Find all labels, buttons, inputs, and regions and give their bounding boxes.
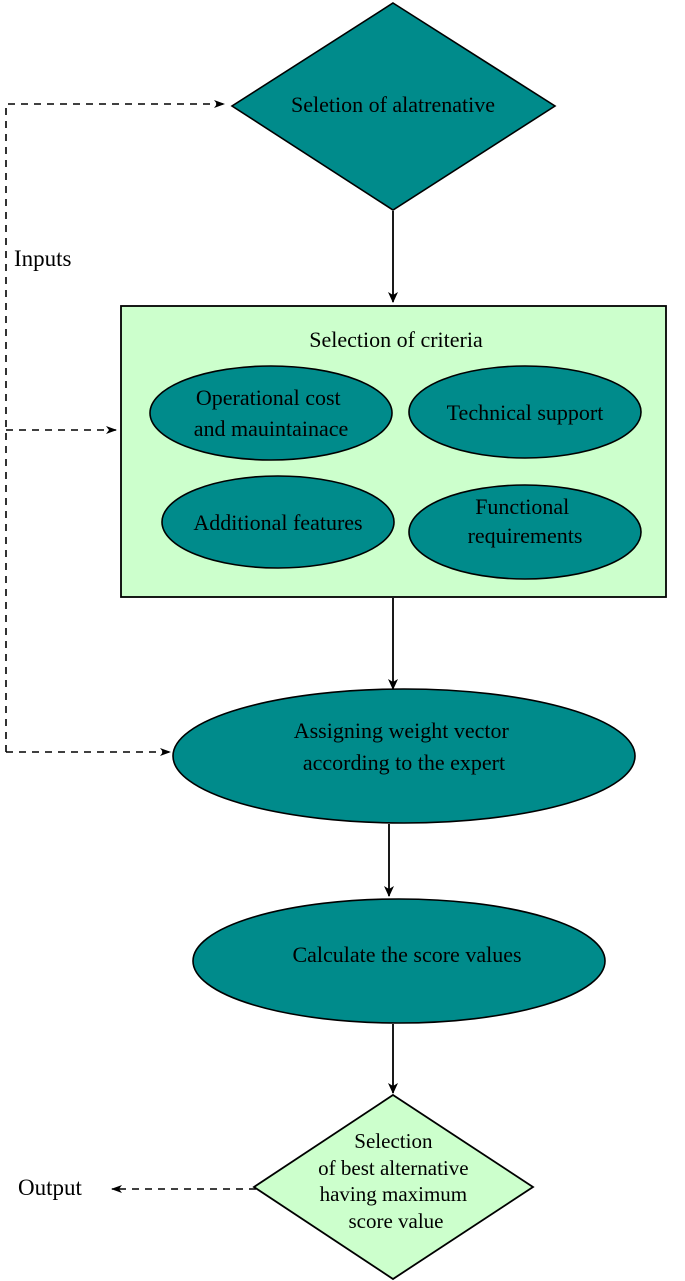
- criterion-functional-requirements: Functional requirements: [408, 484, 642, 580]
- assign-weight-node: Assigning weight vector according to the…: [172, 688, 636, 824]
- best-alternative-label: Selection of best alternative having max…: [318, 1129, 474, 1233]
- best-alternative-line-2: of best alternative: [318, 1156, 468, 1180]
- criterion-operational-label: Operational cost and mauintainace: [194, 385, 349, 441]
- criterion-operational-line-1: Operational cost: [196, 385, 341, 410]
- inputs-label: Inputs: [14, 246, 72, 271]
- selection-alternative-diamond: [230, 2, 557, 211]
- criterion-functional-ellipse: [408, 484, 642, 580]
- criterion-operational-line-2: and mauintainace: [194, 416, 349, 441]
- assign-weight-ellipse: [172, 688, 636, 824]
- criterion-functional-line-1: Functional: [475, 494, 569, 519]
- best-alternative-line-4: score value: [348, 1209, 443, 1233]
- criterion-functional-line-2: requirements: [468, 523, 583, 548]
- criterion-operational-cost: Operational cost and mauintainace: [149, 365, 393, 461]
- calculate-score-label: Calculate the score values: [292, 942, 521, 967]
- output-label: Output: [18, 1175, 83, 1200]
- assign-weight-line-2: according to the expert: [303, 750, 505, 775]
- calculate-score-node: Calculate the score values: [192, 898, 606, 1024]
- assign-weight-line-1: Assigning weight vector: [294, 718, 510, 743]
- criterion-operational-ellipse: [149, 365, 393, 461]
- criterion-additional-features: Additional features: [161, 475, 395, 569]
- criterion-additional-ellipse: [161, 475, 395, 569]
- best-alternative-node: Selection of best alternative having max…: [252, 1093, 535, 1281]
- selection-alternative-node: Seletion of alatrenative: [230, 2, 557, 211]
- inputs-dashed-connectors: [5, 100, 256, 1193]
- criterion-functional-label: Functional requirements: [468, 494, 583, 548]
- criteria-box-title: Selection of criteria: [309, 327, 483, 352]
- best-alternative-diamond: [252, 1093, 535, 1281]
- criteria-box: Selection of criteria Operational cost a…: [120, 305, 667, 598]
- criterion-technical-ellipse: [408, 365, 642, 459]
- assign-weight-label: Assigning weight vector according to the…: [294, 718, 515, 775]
- calculate-score-ellipse: [192, 898, 606, 1024]
- best-alternative-line-1: Selection: [354, 1129, 433, 1153]
- criterion-additional-label: Additional features: [193, 510, 362, 535]
- criterion-technical-label: Technical support: [447, 400, 604, 425]
- best-alternative-line-3: having maximum: [320, 1182, 468, 1206]
- flow-arrows: [384, 211, 398, 1094]
- dashed-line-to-alternative: [5, 100, 225, 752]
- selection-alternative-label: Seletion of alatrenative: [291, 92, 495, 117]
- criterion-technical-support: Technical support: [408, 365, 642, 459]
